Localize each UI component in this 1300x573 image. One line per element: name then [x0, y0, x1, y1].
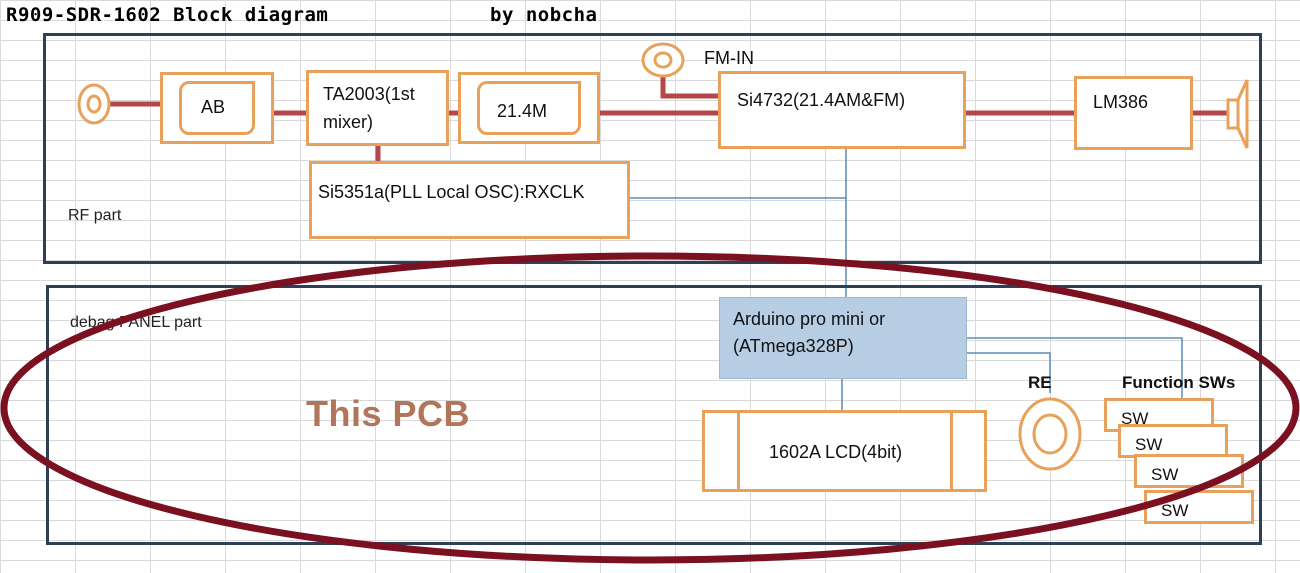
- ta2003-label-line2: mixer): [323, 112, 373, 132]
- this-pcb-annotation: This PCB: [306, 393, 471, 434]
- fm-antenna-icon: [641, 42, 685, 78]
- switch-label: SW: [1151, 465, 1179, 484]
- function-sws-label: Function SWs: [1122, 373, 1236, 392]
- si5351-block: Si5351a(PLL Local OSC):RXCLK: [309, 161, 630, 239]
- panel-part-box: [46, 285, 1262, 545]
- diagram-author: by nobcha: [490, 4, 598, 26]
- lm386-block: LM386: [1074, 76, 1193, 150]
- ab-label: AB: [201, 97, 226, 117]
- panel-part-label: debag PANEL part: [70, 314, 202, 331]
- lcd-right-divider: [950, 413, 953, 489]
- switch-2: SW: [1118, 424, 1228, 458]
- ta2003-label-line1: TA2003(1st: [323, 84, 415, 104]
- lcd-label: 1602A LCD(4bit): [769, 442, 903, 462]
- ab-block: AB: [160, 72, 274, 144]
- fm-in-label: FM-IN: [704, 48, 754, 68]
- si5351-label: Si5351a(PLL Local OSC):RXCLK: [318, 182, 585, 202]
- switch-3: SW: [1134, 454, 1244, 488]
- speaker-icon: [1226, 79, 1249, 149]
- arduino-label-line1: Arduino pro mini or: [733, 309, 886, 329]
- ta2003-block: TA2003(1st mixer): [306, 70, 449, 146]
- wire-fmin-si4732: [660, 74, 720, 99]
- arduino-label-line2: (ATmega328P): [733, 336, 854, 356]
- lm386-label: LM386: [1093, 92, 1149, 112]
- si4732-block: Si4732(21.4AM&FM): [718, 71, 966, 149]
- switch-label: SW: [1161, 501, 1189, 520]
- rf-part-label: RF part: [68, 207, 122, 224]
- filter-block: 21.4M: [458, 72, 600, 144]
- arduino-block: Arduino pro mini or (ATmega328P): [719, 297, 967, 379]
- si4732-label: Si4732(21.4AM&FM): [737, 90, 906, 110]
- re-label: RE: [1028, 373, 1052, 392]
- diagram-title: R909-SDR-1602 Block diagram: [6, 4, 329, 26]
- ab-inner: [179, 81, 255, 135]
- lcd-left-divider: [737, 413, 740, 489]
- filter-label: 21.4M: [497, 101, 548, 121]
- lcd-block: 1602A LCD(4bit): [702, 410, 987, 492]
- filter-inner: [477, 81, 581, 135]
- switch-4: SW: [1144, 490, 1254, 524]
- rf-antenna-icon: [77, 83, 111, 125]
- switch-label: SW: [1135, 435, 1163, 454]
